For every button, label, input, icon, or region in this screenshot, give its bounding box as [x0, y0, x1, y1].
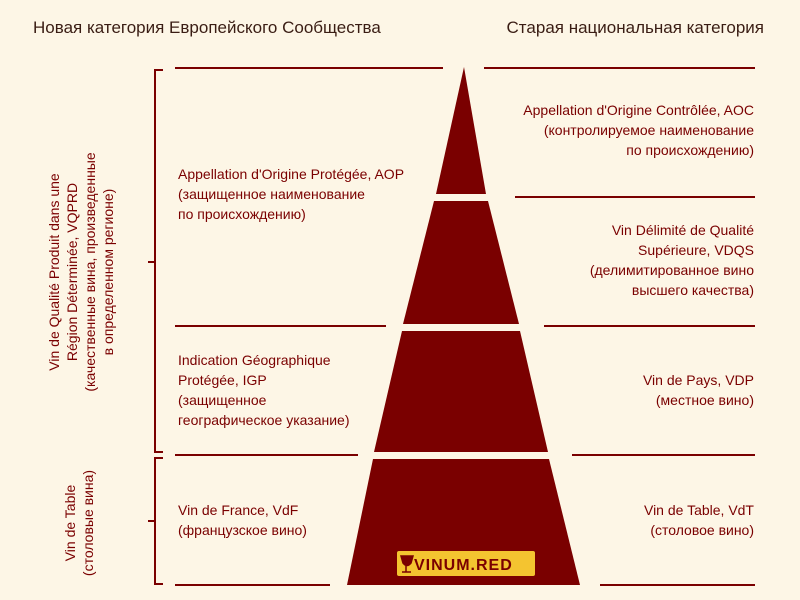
- pyramid-tier-vdqs: [403, 201, 519, 324]
- logo-text: VINUM.RED: [414, 557, 513, 574]
- group-label-vqprd: Vin de Qualité Produit dans une Région D…: [46, 152, 116, 392]
- wine-glass-icon: [400, 555, 414, 573]
- new-category-igp: Indication Géographique Protégée, IGP (з…: [178, 352, 350, 428]
- header-new-category: Новая категория Европейского Сообщества: [33, 18, 381, 37]
- vinum-logo: VINUM.RED: [397, 551, 535, 576]
- old-category-aoc: Appellation d'Origine Contrôlée, AOC (ко…: [523, 102, 754, 158]
- pyramid-tier-aoc: [436, 67, 486, 194]
- pyramid-tier-vdp: [374, 331, 548, 452]
- old-category-vdqs: Vin Délimité de Qualité Supérieure, VDQS…: [589, 222, 754, 298]
- old-category-vdp: Vin de Pays, VDP (местное вино): [642, 372, 754, 408]
- new-category-vdf: Vin de France, VdF (французское вино): [178, 502, 307, 538]
- new-category-aop: Appellation d'Origine Protégée, AOP (защ…: [178, 166, 405, 222]
- old-category-vdt: Vin de Table, VdT (столовое вино): [643, 502, 754, 538]
- bracket-table: [148, 457, 163, 585]
- group-label-table: Vin de Table (столовые вина): [62, 469, 96, 577]
- bracket-vqprd: [148, 69, 163, 453]
- header-old-category: Старая национальная категория: [506, 18, 764, 37]
